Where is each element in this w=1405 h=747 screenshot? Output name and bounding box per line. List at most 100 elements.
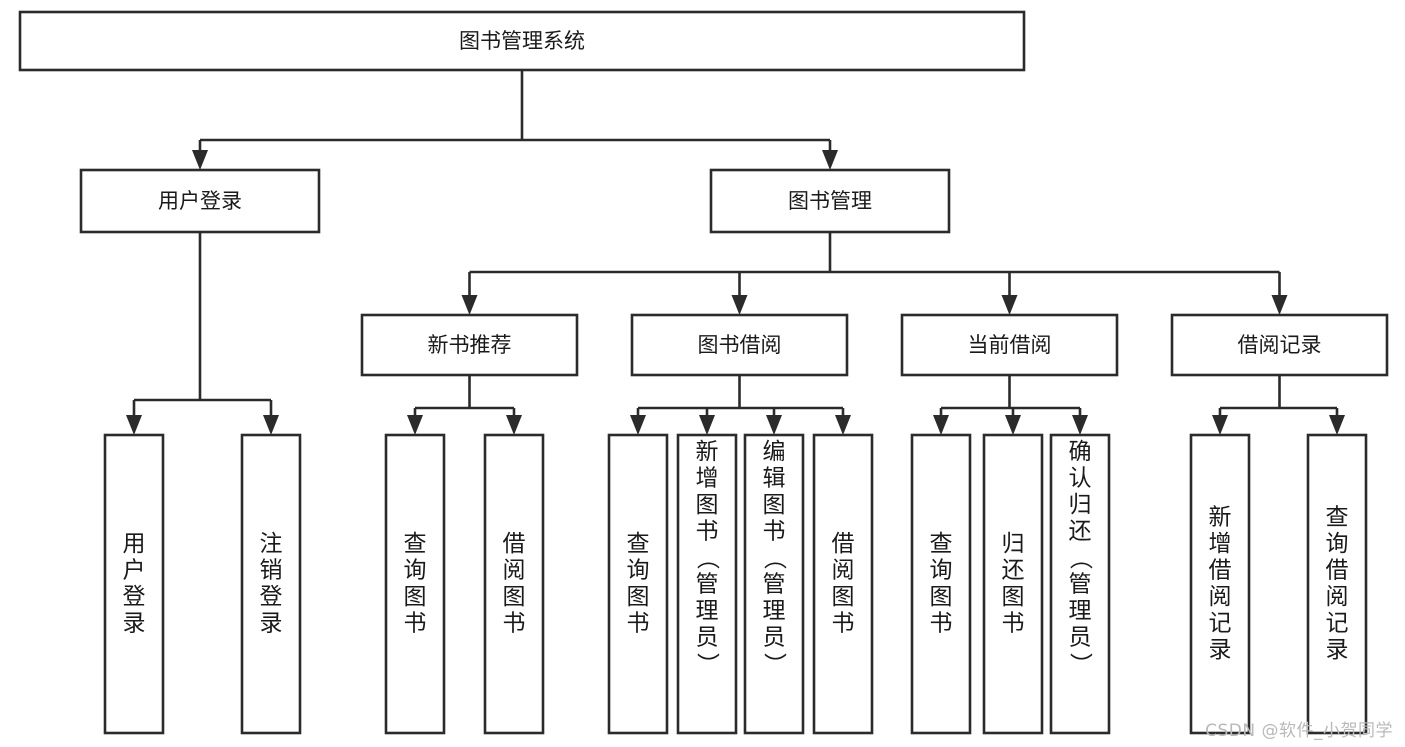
node-leaf-edit-book-char: 书 (763, 519, 786, 545)
node-leaf-add-record-char: 借 (1209, 558, 1232, 584)
node-leaf-query-book-1-char: 图 (404, 584, 427, 610)
node-leaf-confirm-return-rect (1049, 433, 1111, 735)
node-leaf-query-book-1-rect (384, 433, 446, 735)
node-leaf-user-login-char: 录 (123, 611, 146, 637)
arrow-head-icon (506, 415, 522, 435)
node-leaf-borrow-book-2-char: 阅 (832, 558, 855, 584)
node-borrow-record[interactable]: 借阅记录 (1170, 313, 1389, 377)
node-new-book-recommend[interactable]: 新书推荐 (360, 313, 579, 377)
node-leaf-borrow-book-2-char: 图 (832, 584, 855, 610)
node-leaf-edit-book-char: 员 (763, 625, 786, 651)
watermark-text: CSDN @软件_小贺同学 (1205, 721, 1393, 741)
node-leaf-add-record-char: 新 (1209, 505, 1232, 531)
node-leaf-add-record-rect (1189, 433, 1251, 735)
node-leaf-confirm-return-char: 管 (1069, 572, 1092, 598)
arrow-head-icon (1001, 295, 1018, 315)
node-leaf-confirm-return-char: 认 (1069, 466, 1092, 492)
node-leaf-add-record-char: 记 (1209, 611, 1232, 637)
arrow-head-icon (126, 415, 142, 435)
arrow-head-icon (835, 415, 851, 435)
node-book-manage[interactable]: 图书管理 (709, 168, 951, 234)
node-leaf-query-record-char: 阅 (1326, 584, 1349, 610)
node-leaf-confirm-return-char: 还 (1069, 519, 1092, 545)
node-leaf-edit-book-char: 辑 (763, 466, 786, 492)
node-new-book-recommend-rect (360, 313, 579, 377)
node-user-login[interactable]: 用户登录 (79, 168, 321, 234)
node-leaf-logout-char: 录 (260, 611, 283, 637)
node-leaf-add-record-char: 录 (1209, 637, 1232, 663)
node-leaf-add-record-char: 增 (1209, 531, 1232, 557)
node-current-borrow[interactable]: 当前借阅 (900, 313, 1119, 377)
node-leaf-logout-char: 注 (260, 531, 283, 557)
arrow-head-icon (1212, 415, 1228, 435)
node-leaf-add-book-char: 理 (696, 598, 719, 624)
connector-lines (126, 70, 1345, 435)
node-leaf-borrow-book-1-char: 书 (503, 611, 526, 637)
node-leaf-borrow-book-2-rect (812, 433, 874, 735)
node-leaf-user-login[interactable]: 用户登录 (103, 433, 165, 735)
node-user-login-rect (79, 168, 321, 234)
node-leaf-borrow-book-2-char: 借 (832, 531, 855, 557)
node-boxes: 图书管理系统用户登录图书管理新书推荐图书借阅当前借阅借阅记录用户登录注销登录查询… (18, 10, 1389, 735)
node-leaf-return-book-rect (982, 433, 1044, 735)
arrow-head-icon (407, 415, 423, 435)
node-user-login-label: 用户登录 (158, 189, 242, 213)
node-leaf-add-book-char: 新 (696, 439, 719, 465)
node-leaf-add-record-char: 阅 (1209, 584, 1232, 610)
arrow-head-icon (766, 415, 782, 435)
node-leaf-add-book-char: ） (694, 653, 720, 676)
node-leaf-query-book-1-char: 查 (404, 531, 427, 557)
node-leaf-return-book-char: 归 (1002, 531, 1025, 557)
node-leaf-confirm-return-char: 理 (1069, 598, 1092, 624)
arrow-head-icon (822, 150, 838, 170)
arrow-head-icon (1329, 415, 1345, 435)
node-leaf-add-book-rect (676, 433, 738, 735)
arrow-head-icon (1271, 295, 1288, 315)
node-leaf-user-login-char: 登 (123, 584, 146, 610)
arrow-head-icon (630, 415, 646, 435)
node-leaf-query-record-char: 借 (1326, 558, 1349, 584)
node-leaf-confirm-return-char: 确 (1069, 439, 1092, 465)
node-leaf-add-book-char: 图 (696, 492, 719, 518)
node-leaf-query-record-char: 记 (1326, 611, 1349, 637)
node-leaf-query-book-1-char: 询 (404, 558, 427, 584)
arrow-head-icon (263, 415, 279, 435)
node-root-book-management-system[interactable]: 图书管理系统 (18, 10, 1026, 72)
node-leaf-edit-book-char: ） (761, 653, 787, 676)
node-leaf-logout-char: 销 (260, 558, 283, 584)
node-leaf-query-record-char: 询 (1326, 531, 1349, 557)
arrow-head-icon (699, 415, 715, 435)
node-leaf-edit-book-char: 理 (763, 598, 786, 624)
node-leaf-query-book-2-char: 询 (627, 558, 650, 584)
node-leaf-query-book-2-char: 查 (627, 531, 650, 557)
node-leaf-edit-book-char: （ (761, 547, 787, 570)
node-leaf-query-book-2-rect (607, 433, 669, 735)
node-current-borrow-rect (900, 313, 1119, 377)
node-leaf-query-record-rect (1306, 433, 1368, 735)
node-root-book-management-system-rect (18, 10, 1026, 72)
node-book-manage-rect (709, 168, 951, 234)
node-leaf-edit-book-char: 编 (763, 439, 786, 465)
node-borrow-record-label: 借阅记录 (1238, 333, 1322, 357)
node-leaf-query-book-2-char: 书 (627, 611, 650, 637)
node-leaf-edit-book-char: 图 (763, 492, 786, 518)
node-leaf-borrow-book-1-char: 图 (503, 584, 526, 610)
node-book-borrow-label: 图书借阅 (698, 333, 782, 357)
node-book-manage-label: 图书管理 (788, 189, 872, 213)
node-current-borrow-label: 当前借阅 (968, 333, 1052, 357)
node-book-borrow[interactable]: 图书借阅 (630, 313, 849, 377)
